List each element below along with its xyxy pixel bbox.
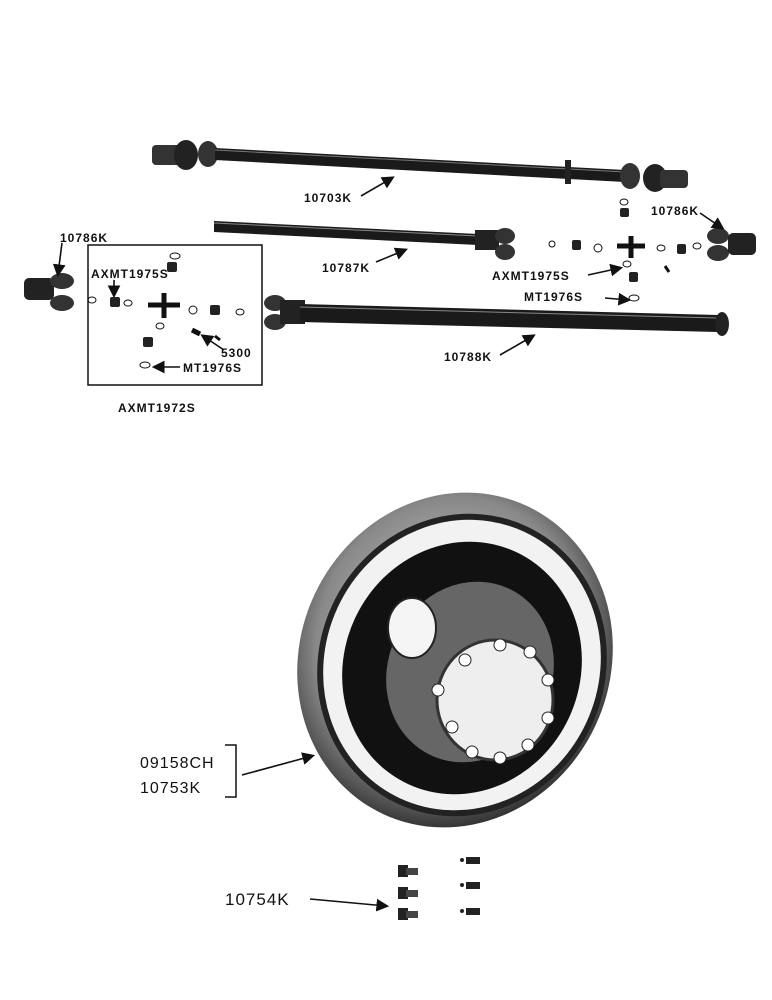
label-09158ch: 09158CH — [140, 755, 215, 772]
label-axmt1975s-right: AXMT1975S — [492, 269, 570, 283]
label-10786k-left: 10786K — [60, 231, 108, 245]
repair-kit-box — [87, 244, 263, 386]
label-mt1976s-right: MT1976S — [524, 290, 583, 304]
wheel-bolts — [398, 857, 480, 920]
label-mt1976s-left: MT1976S — [183, 361, 242, 375]
label-10754k: 10754K — [225, 890, 290, 909]
label-10703k: 10703K — [304, 191, 352, 205]
label-10788k: 10788K — [444, 350, 492, 364]
label-10786k-right: 10786K — [651, 204, 699, 218]
yoke-right — [707, 228, 756, 261]
yoke-left — [24, 273, 74, 311]
drive-shaft-10703k — [152, 140, 688, 192]
label-axmt1975s-left: AXMT1975S — [91, 267, 169, 281]
label-axmt1972s: AXMT1972S — [118, 401, 196, 415]
drive-shaft-10788k — [264, 295, 729, 336]
drive-shaft-10787k — [213, 221, 515, 260]
label-5300: 5300 — [221, 346, 252, 360]
wheel-rim — [297, 492, 613, 828]
wheel-label-bracket — [225, 744, 237, 798]
repair-kit-parts — [87, 252, 245, 369]
label-10753k: 10753K — [140, 780, 201, 797]
label-10787k: 10787K — [322, 261, 370, 275]
leader-arrows — [52, 176, 725, 912]
